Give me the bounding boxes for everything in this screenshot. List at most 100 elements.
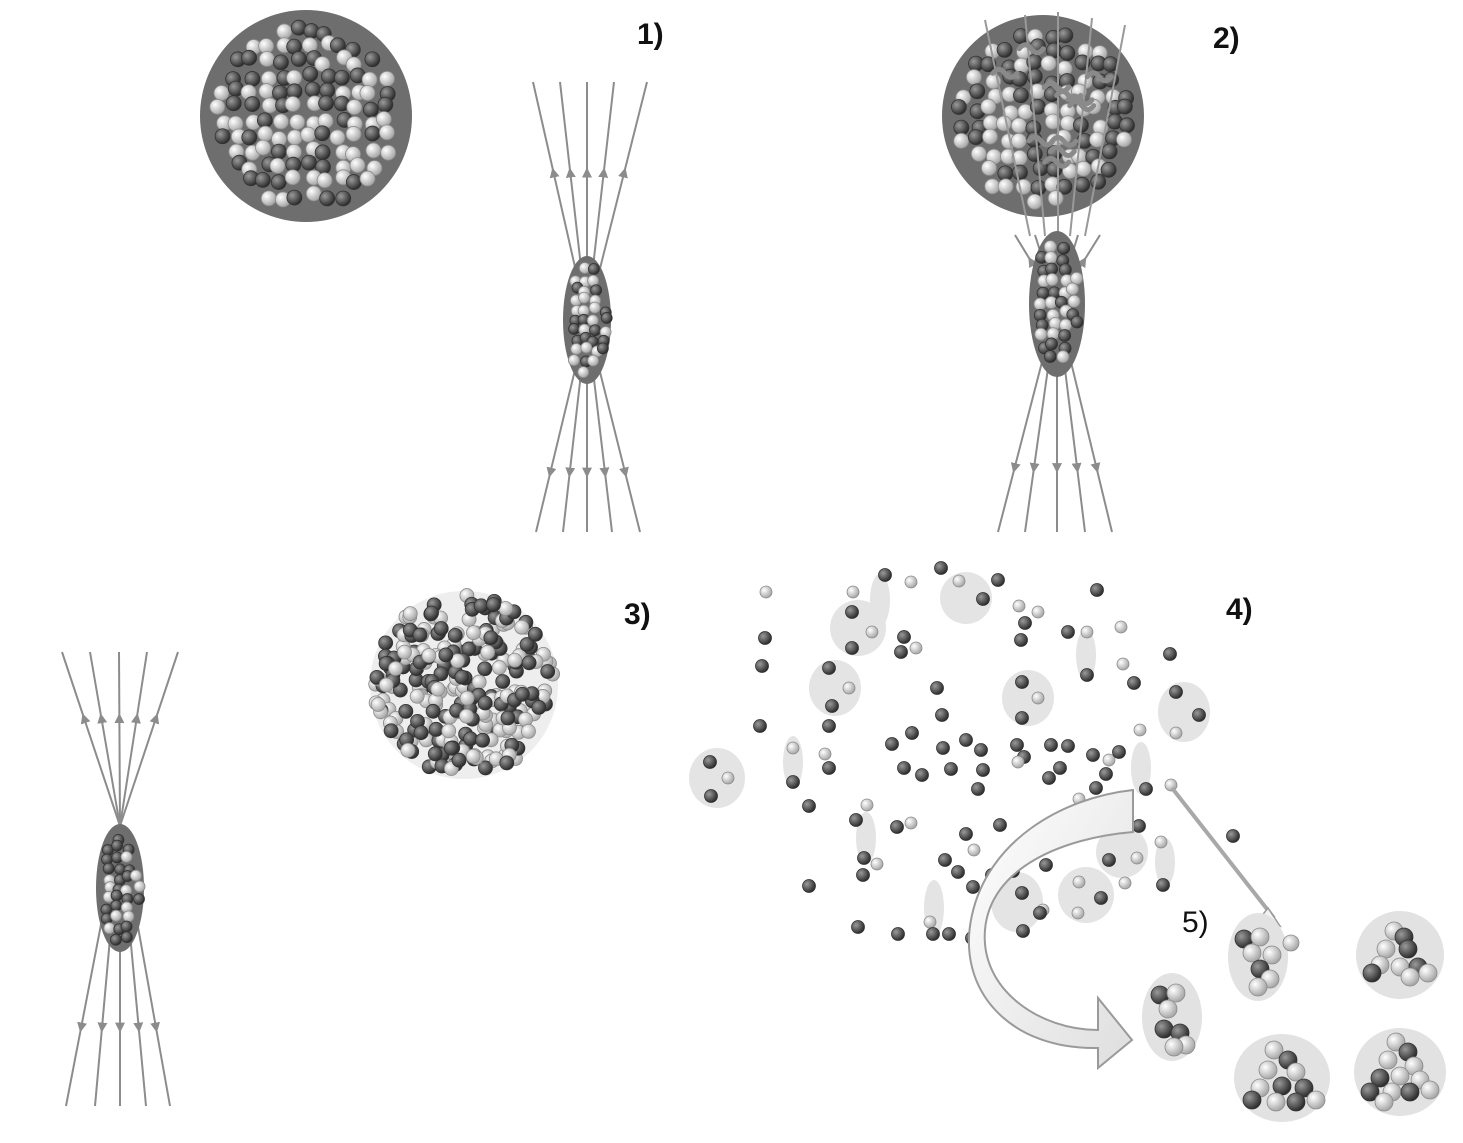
dark-atom bbox=[428, 747, 442, 761]
dark-atom bbox=[846, 642, 859, 655]
dark-atom bbox=[1037, 287, 1049, 299]
light-atom bbox=[905, 817, 917, 829]
light-atom bbox=[515, 620, 529, 634]
dark-atom bbox=[455, 670, 469, 684]
light-atom bbox=[508, 653, 522, 667]
light-atom bbox=[330, 130, 345, 145]
stage-1-group bbox=[200, 10, 647, 532]
ray-arrow bbox=[84, 718, 85, 721]
light-atom bbox=[905, 576, 917, 588]
light-atom bbox=[130, 870, 141, 881]
dark-atom bbox=[1058, 28, 1073, 43]
light-atom bbox=[262, 98, 277, 113]
dark-atom bbox=[305, 82, 320, 97]
dark-atom bbox=[439, 648, 453, 662]
light-atom bbox=[1263, 946, 1281, 964]
dark-atom bbox=[425, 606, 439, 620]
stage-2-group bbox=[942, 12, 1144, 532]
light-atom bbox=[722, 772, 734, 784]
dark-atom bbox=[291, 52, 306, 67]
ray-arrow bbox=[1031, 261, 1032, 262]
dark-atom bbox=[476, 733, 490, 747]
atom-halo bbox=[870, 574, 890, 626]
dark-atom bbox=[496, 675, 510, 689]
light-atom bbox=[1119, 877, 1131, 889]
light-atom bbox=[1057, 351, 1069, 363]
light-atom bbox=[1117, 658, 1129, 670]
light-atom bbox=[398, 645, 412, 659]
step-label-4: 4) bbox=[1226, 595, 1253, 625]
dark-atom bbox=[1034, 907, 1047, 920]
laser-ray bbox=[120, 652, 147, 826]
dark-atom bbox=[787, 776, 800, 789]
dark-atom bbox=[1017, 925, 1030, 938]
dark-atom bbox=[384, 724, 398, 738]
light-atom bbox=[1375, 1093, 1393, 1111]
light-atom bbox=[1032, 692, 1044, 704]
light-atom bbox=[1131, 852, 1143, 864]
dark-atom bbox=[1103, 854, 1116, 867]
dark-atom bbox=[945, 763, 958, 776]
light-atom bbox=[381, 145, 396, 160]
light-atom bbox=[568, 355, 579, 366]
atom-halos bbox=[689, 572, 1210, 936]
light-atom bbox=[588, 355, 599, 366]
dark-atom bbox=[111, 890, 122, 901]
laser-ray bbox=[119, 652, 120, 826]
ray-arrow bbox=[136, 718, 137, 721]
dark-atom bbox=[444, 741, 458, 755]
dark-atom bbox=[434, 622, 448, 636]
light-atom bbox=[287, 130, 302, 145]
dark-atom bbox=[1045, 338, 1057, 350]
ray-arrow bbox=[1034, 464, 1035, 469]
light-atom bbox=[866, 626, 878, 638]
light-atom bbox=[571, 344, 582, 355]
dark-atom bbox=[133, 894, 144, 905]
ray-arrow bbox=[138, 1022, 139, 1028]
dark-atom bbox=[846, 606, 859, 619]
dark-atom bbox=[448, 628, 462, 642]
dark-atom bbox=[1100, 768, 1113, 781]
dark-atom bbox=[429, 722, 443, 736]
light-atom bbox=[401, 743, 415, 757]
dark-atom bbox=[826, 700, 839, 713]
light-atom bbox=[819, 748, 831, 760]
dark-atom bbox=[103, 863, 114, 874]
dark-atom bbox=[1044, 350, 1056, 362]
dark-atom bbox=[898, 631, 911, 644]
dark-atom bbox=[927, 928, 940, 941]
light-atom bbox=[578, 367, 589, 378]
dark-atom bbox=[994, 819, 1007, 832]
step-label-3: 3) bbox=[624, 600, 651, 630]
dark-atom bbox=[891, 821, 904, 834]
ray-arrow bbox=[554, 172, 555, 177]
dark-atom bbox=[1071, 316, 1083, 328]
light-atom bbox=[1049, 317, 1061, 329]
light-atom bbox=[587, 315, 598, 326]
light-atom bbox=[1013, 600, 1025, 612]
dark-atom bbox=[319, 96, 334, 111]
light-atom bbox=[422, 649, 436, 663]
light-atom bbox=[214, 86, 229, 101]
dark-atom bbox=[1060, 46, 1075, 61]
light-atom bbox=[1307, 1091, 1325, 1109]
light-atom bbox=[787, 742, 799, 754]
dark-atom bbox=[273, 55, 288, 70]
light-atom bbox=[1103, 754, 1115, 766]
light-atom bbox=[350, 158, 365, 173]
light-atom bbox=[579, 292, 590, 303]
light-atom bbox=[1155, 836, 1167, 848]
light-atom bbox=[847, 586, 859, 598]
light-atom bbox=[1259, 1061, 1277, 1079]
light-atom bbox=[953, 575, 965, 587]
light-atom bbox=[924, 916, 936, 928]
ray-arrow bbox=[102, 1022, 103, 1028]
light-atom bbox=[968, 844, 980, 856]
dark-atom bbox=[951, 99, 966, 114]
light-atom bbox=[1012, 756, 1024, 768]
dark-atom bbox=[111, 900, 122, 911]
dark-atom bbox=[478, 696, 492, 710]
light-atom bbox=[1034, 298, 1046, 310]
